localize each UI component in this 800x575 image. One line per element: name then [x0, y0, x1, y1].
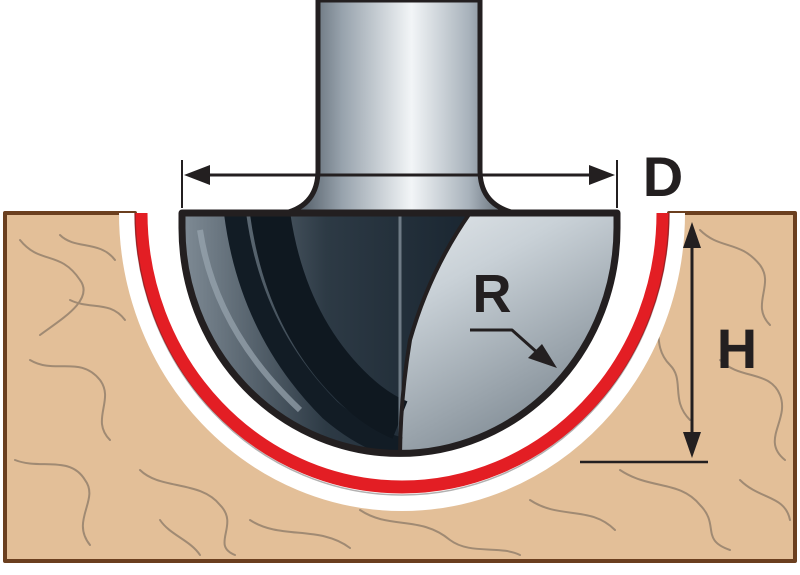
height-label: H: [717, 317, 757, 380]
arrow-icon: [683, 432, 701, 458]
height-dimension: [580, 222, 708, 464]
radius-label: R: [473, 264, 512, 324]
cut-profile-line: [134, 212, 670, 494]
diameter-label: D: [643, 145, 683, 208]
arrow-icon: [184, 165, 210, 185]
arrow-icon: [683, 222, 701, 248]
diameter-dimension: [181, 160, 618, 208]
bit-shank: [282, 0, 518, 216]
arrow-icon: [528, 344, 557, 368]
radius-indicator: [470, 328, 557, 368]
bit-cutter-head: [178, 209, 621, 457]
arrow-icon: [589, 165, 615, 185]
